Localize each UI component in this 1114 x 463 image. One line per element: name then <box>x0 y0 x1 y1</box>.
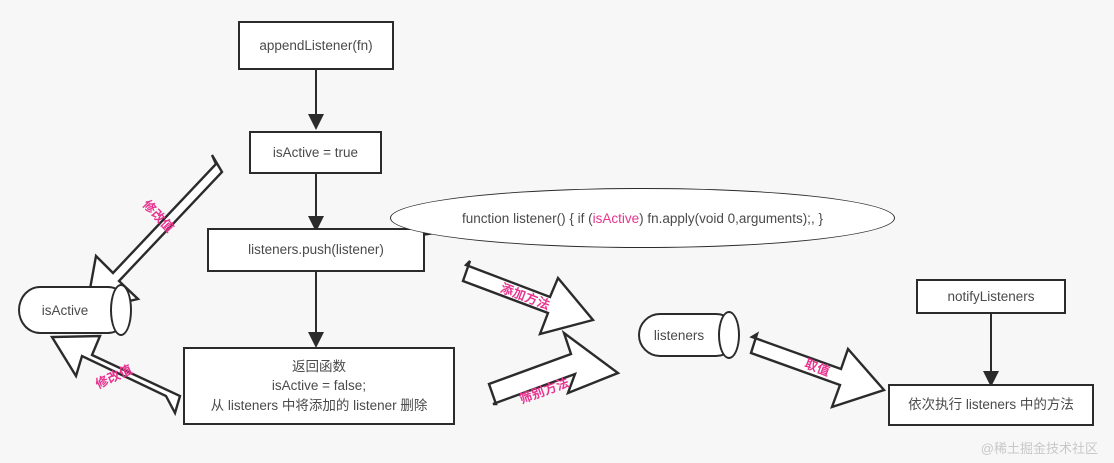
listener-code-prefix: function listener() { if ( <box>462 210 593 226</box>
datastore-listeners-cap <box>718 311 740 359</box>
node-listeners-push-label: listeners.push(listener) <box>248 242 384 258</box>
block-arrow-filter-method <box>487 329 621 406</box>
node-notify-listeners-label: notifyListeners <box>947 288 1035 304</box>
node-listeners-push[interactable]: listeners.push(listener) <box>207 228 425 272</box>
node-return-function[interactable]: 返回函数 isActive = false; 从 listeners 中将添加的… <box>183 347 455 425</box>
watermark: @稀土掘金技术社区 <box>980 441 1098 456</box>
node-append-listener-label: appendListener(fn) <box>259 37 373 53</box>
node-is-active-true[interactable]: isActive = true <box>249 131 382 174</box>
listener-code-suffix: ) fn.apply(void 0,arguments);, } <box>639 210 823 226</box>
node-return-function-line-1: 返回函数 <box>292 358 346 374</box>
node-execute-listeners[interactable]: 依次执行 listeners 中的方法 <box>888 384 1094 426</box>
block-arrow-add-method <box>461 260 596 336</box>
datastore-listeners-label: listeners <box>653 327 705 343</box>
node-execute-listeners-label: 依次执行 listeners 中的方法 <box>908 397 1074 413</box>
node-is-active-true-label: isActive = true <box>272 144 359 160</box>
listener-code-text: function listener() { if (isActive) fn.a… <box>462 211 823 226</box>
datastore-is-active-label: isActive <box>41 302 89 318</box>
listener-code-highlight: isActive <box>592 210 640 226</box>
node-return-function-line-2: isActive = false; <box>271 378 367 394</box>
block-arrow-modify-value-lower <box>49 334 182 417</box>
node-return-function-line-3: 从 listeners 中将添加的 listener 删除 <box>210 397 428 413</box>
block-arrow-get-value <box>749 331 887 409</box>
node-notify-listeners[interactable]: notifyListeners <box>916 279 1066 314</box>
node-listener-code-ellipse[interactable]: function listener() { if (isActive) fn.a… <box>390 188 895 248</box>
datastore-is-active-cap <box>110 284 132 336</box>
datastore-is-active[interactable]: isActive <box>18 284 132 336</box>
datastore-listeners[interactable]: listeners <box>638 311 740 359</box>
node-append-listener[interactable]: appendListener(fn) <box>238 21 394 70</box>
